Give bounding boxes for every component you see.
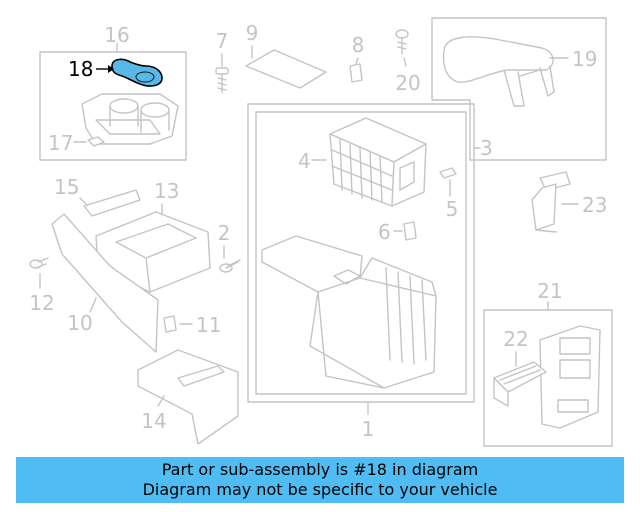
leader-14 — [157, 395, 165, 407]
storage-bin-4 — [329, 117, 427, 207]
clip-17 — [87, 136, 105, 147]
leader-20 — [403, 57, 407, 67]
clip-11 — [163, 315, 177, 333]
callout-18[interactable]: 18 — [68, 57, 93, 81]
callout-19[interactable]: 19 — [572, 47, 597, 71]
assembly-19-box — [431, 17, 607, 161]
banner-line-1: Part or sub-assembly is #18 in diagram — [161, 460, 479, 479]
callout-3[interactable]: 3 — [480, 136, 493, 160]
callout-23[interactable]: 23 — [582, 193, 607, 217]
part-18-cup-ring — [135, 71, 155, 83]
armrest-lid-19 — [442, 36, 555, 107]
arrow-18 — [108, 65, 114, 73]
callout-14[interactable]: 14 — [141, 409, 166, 433]
callout-11[interactable]: 11 — [196, 313, 221, 337]
callout-7[interactable]: 7 — [216, 29, 229, 53]
cup-holder-tray — [81, 93, 179, 145]
screw-2 — [219, 259, 241, 273]
rear-vent-panel-21 — [539, 325, 601, 429]
bracket-15 — [83, 189, 141, 217]
assembly-3-inner-box — [255, 111, 467, 395]
callout-13[interactable]: 13 — [154, 179, 179, 203]
lower-cover-14 — [137, 349, 239, 445]
callout-6[interactable]: 6 — [378, 220, 391, 244]
part-18-highlighted[interactable] — [111, 58, 163, 87]
info-banner: Part or sub-assembly is #18 in diagram D… — [16, 457, 624, 503]
clip-6 — [403, 221, 417, 241]
callout-17[interactable]: 17 — [48, 131, 73, 155]
callout-10[interactable]: 10 — [67, 311, 92, 335]
duct-23 — [531, 171, 571, 233]
leader-10 — [89, 297, 97, 313]
console-base-13 — [95, 211, 211, 293]
callout-1[interactable]: 1 — [362, 417, 375, 441]
bolt-8 — [349, 63, 363, 83]
bolt-12 — [29, 257, 49, 269]
console-housing-1 — [261, 235, 437, 389]
screw-7 — [215, 67, 229, 93]
callout-15[interactable]: 15 — [54, 175, 79, 199]
callout-22[interactable]: 22 — [503, 327, 528, 351]
leader-8 — [355, 57, 359, 65]
callout-20[interactable]: 20 — [395, 71, 420, 95]
callout-8[interactable]: 8 — [352, 33, 365, 57]
assembly-3-outer-box — [247, 103, 475, 403]
clip-5 — [439, 167, 457, 179]
callout-5[interactable]: 5 — [446, 197, 459, 221]
callout-9[interactable]: 9 — [246, 21, 259, 45]
callout-16[interactable]: 16 — [104, 23, 129, 47]
side-trim-10 — [51, 213, 159, 353]
mat-9 — [245, 49, 327, 89]
callout-2[interactable]: 2 — [218, 221, 231, 245]
callout-4[interactable]: 4 — [298, 149, 311, 173]
banner-line-2: Diagram may not be specific to your vehi… — [142, 480, 498, 499]
assembly-16-box — [39, 43, 187, 161]
callout-21[interactable]: 21 — [537, 279, 562, 303]
screw-20 — [395, 29, 409, 55]
vent-22 — [493, 361, 547, 407]
callout-12[interactable]: 12 — [29, 291, 54, 315]
